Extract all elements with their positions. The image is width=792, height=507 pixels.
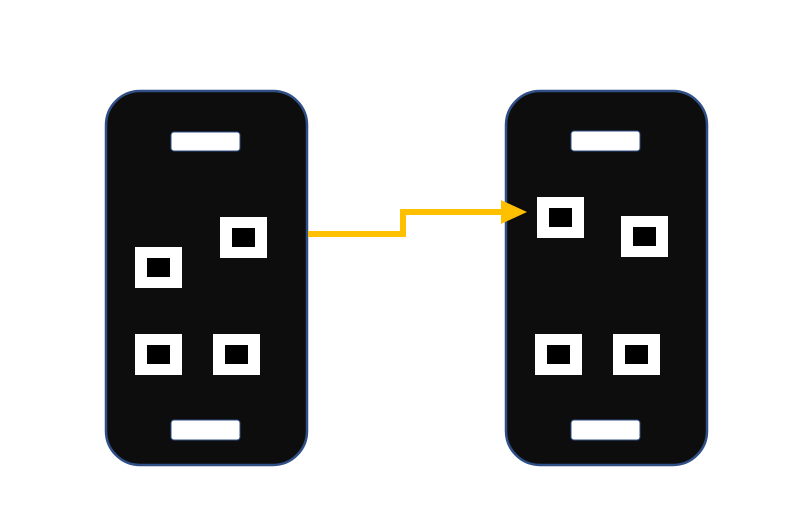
- phone-before-bottom-bar: [170, 419, 241, 441]
- phone-after-top-bar: [570, 130, 641, 152]
- phone-after-widget-3: [535, 334, 582, 375]
- phone-before-widget-2: [220, 217, 267, 258]
- phone-before: [104, 89, 309, 467]
- phone-after-widget-4: [613, 334, 660, 375]
- phone-before-top-bar: [170, 131, 241, 152]
- phone-after: [504, 89, 709, 467]
- phone-after-widget-1: [537, 197, 584, 238]
- phone-before-widget-3: [135, 334, 182, 375]
- arrow-head-icon: [501, 200, 527, 224]
- phone-before-widget-1: [135, 247, 182, 288]
- transition-arrow-line: [308, 209, 503, 237]
- phone-after-widget-2: [621, 216, 668, 257]
- phone-before-widget-4: [213, 334, 260, 375]
- phone-after-bottom-bar: [570, 419, 641, 441]
- transition-arrow: [308, 200, 527, 237]
